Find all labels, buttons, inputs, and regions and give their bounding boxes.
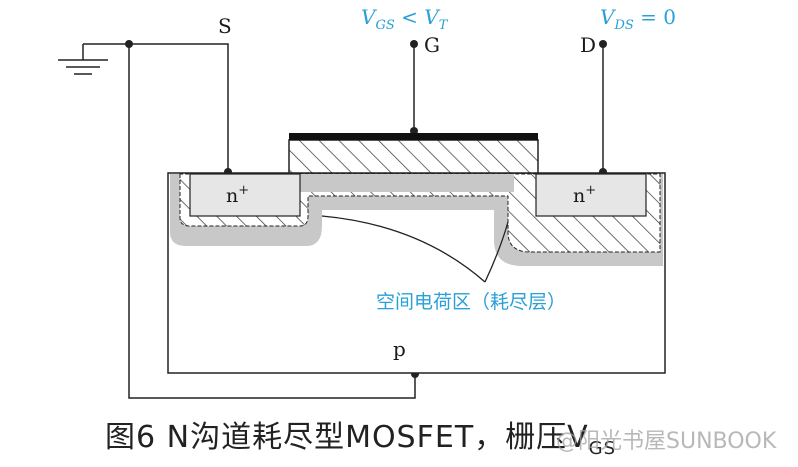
- vgs-condition: VGS < VT: [361, 5, 449, 33]
- channel-region: [300, 174, 514, 192]
- figure-caption: 图6 N沟道耗尽型MOSFET，栅压VGS: [105, 412, 616, 459]
- leader-line-right: [484, 221, 509, 283]
- body-label: p: [393, 337, 406, 361]
- depletion-label: 空间电荷区（耗尽层）: [376, 291, 566, 313]
- n-plus-left-label: n+: [226, 183, 249, 207]
- n-plus-right: [535, 173, 647, 217]
- ground-icon: [58, 44, 108, 75]
- gate-electrode: [288, 139, 539, 174]
- source-wire: [83, 43, 229, 172]
- gate-metal: [289, 133, 538, 140]
- body-wire: [128, 44, 416, 399]
- caption-text: 图6 N沟道耗尽型MOSFET，栅压V: [105, 420, 589, 455]
- n-plus-right-label: n+: [573, 183, 596, 207]
- source-label: S: [218, 14, 232, 38]
- watermark: @阳光书屋SUNBOOK: [556, 429, 777, 454]
- leader-line-left: [321, 215, 486, 283]
- caption-subscript: GS: [588, 438, 617, 459]
- n-plus-left: [189, 173, 301, 217]
- drain-label: D: [580, 33, 596, 57]
- vds-condition: VDS = 0: [600, 5, 676, 33]
- gate-label: G: [424, 33, 440, 57]
